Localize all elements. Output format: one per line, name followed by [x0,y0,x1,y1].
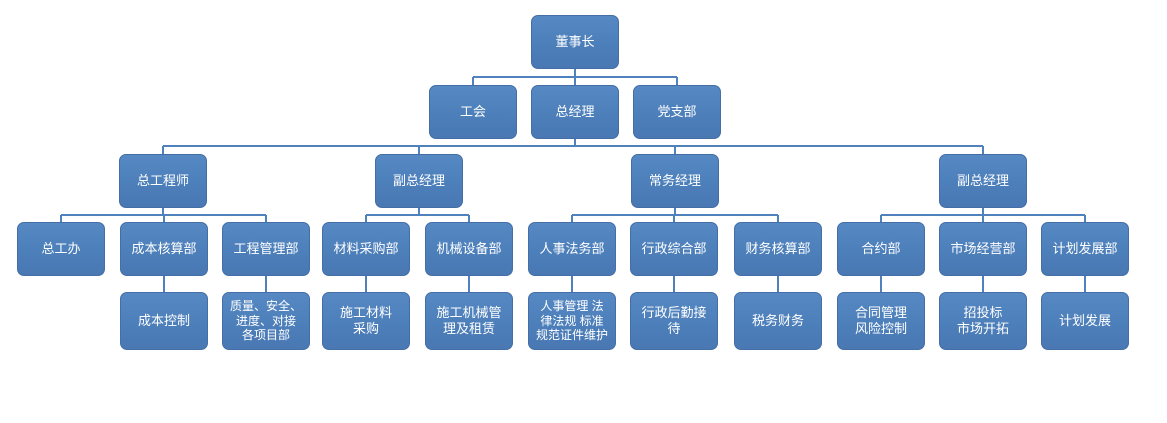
connector-deputy-gm-2-children [880,208,1086,222]
org-node-party-branch: 党支部 [633,85,721,139]
org-node-admin-general-dept: 行政综合部 [630,222,718,276]
org-node-tax-finance: 税务财务 [734,292,822,350]
org-node-quality-safety-projects: 质量、安全、 进度、对接 各项目部 [222,292,310,350]
connector-executive-manager-children [571,208,779,222]
connector-dept-functions [163,276,1086,292]
connector-deputy-gm-1-children [365,208,470,222]
org-node-cost-accounting-dept: 成本核算部 [120,222,208,276]
org-node-machinery-equipment-dept: 机械设备部 [425,222,513,276]
org-node-labor-union: 工会 [429,85,517,139]
org-node-machinery-mgmt-rental: 施工机械管 理及租赁 [425,292,513,350]
org-node-plan-development: 计划发展 [1041,292,1129,350]
org-node-material-purchasing-dept: 材料采购部 [322,222,410,276]
org-node-admin-logistics: 行政后勤接 待 [630,292,718,350]
org-node-executive-manager: 常务经理 [631,154,719,208]
connector-chairman-children [472,69,678,85]
connector-gm-children [162,139,984,154]
org-node-finance-accounting-dept: 财务核算部 [734,222,822,276]
org-node-cost-control: 成本控制 [120,292,208,350]
org-node-marketing-dept: 市场经营部 [939,222,1027,276]
org-node-contract-risk-control: 合同管理 风险控制 [837,292,925,350]
org-node-contract-dept: 合约部 [837,222,925,276]
org-node-hr-legal-functions: 人事管理 法 律法规 标准 规范证件维护 [528,292,616,350]
org-node-hr-legal-dept: 人事法务部 [528,222,616,276]
org-node-bidding-market-dev: 招投标 市场开拓 [939,292,1027,350]
org-node-material-procurement: 施工材料 采购 [322,292,410,350]
org-node-chief-engineer-office: 总工办 [17,222,105,276]
org-node-general-manager: 总经理 [531,85,619,139]
org-node-deputy-gm-1: 副总经理 [375,154,463,208]
org-node-engineering-mgmt-dept: 工程管理部 [222,222,310,276]
org-node-deputy-gm-2: 副总经理 [939,154,1027,208]
org-node-planning-dev-dept: 计划发展部 [1041,222,1129,276]
connector-chief-engineer-children [60,208,267,222]
org-node-chief-engineer: 总工程师 [119,154,207,208]
org-node-chairman: 董事长 [531,15,619,69]
